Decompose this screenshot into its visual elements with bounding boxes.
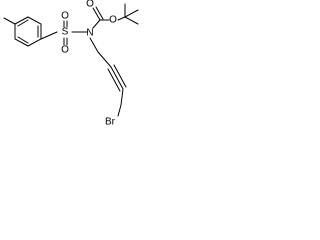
ring-sulfur-bond: [40, 31, 58, 40]
ch2-bromine-bond: [117, 104, 122, 117]
atom-oxygen-carbonyl: O: [86, 0, 94, 10]
molecule-diagram: O S O N O O Br: [0, 0, 148, 134]
carbonyl-double-bond-2: [95, 6, 104, 20]
alkyne-ch2-bond: [120, 88, 124, 106]
benzene-double-bond-1: [17, 19, 29, 27]
benzene-ring: [14, 16, 42, 47]
oxygen-tbutyl-bond: [117, 16, 126, 21]
atom-sulfur: S: [62, 27, 69, 38]
carbonyl-double-bond-1: [92, 7, 101, 21]
alkyne-triple-bond-2: [107, 68, 121, 92]
nitrogen-carbonyl-bond: [92, 19, 101, 29]
nitrogen-ch2-bond: [89, 37, 99, 53]
benzene-double-bond-3: [17, 36, 29, 44]
alkyne-triple-bond-3: [113, 64, 127, 88]
atom-nitrogen: N: [86, 28, 93, 39]
alkyne-triple-bond-1: [110, 66, 124, 90]
structure-drawing: O S O N O O Br: [3, 0, 139, 128]
tbutyl-methyl-3: [124, 16, 139, 25]
atom-oxygen-bottom: O: [61, 45, 69, 56]
ch2-alkyne-bond: [97, 51, 112, 68]
atom-oxygen-ester: O: [109, 15, 117, 26]
methyl-bond: [3, 17, 16, 25]
tbutyl-methyl-2: [124, 9, 139, 18]
atom-bromine: Br: [105, 117, 116, 128]
atom-oxygen-top: O: [61, 11, 69, 22]
